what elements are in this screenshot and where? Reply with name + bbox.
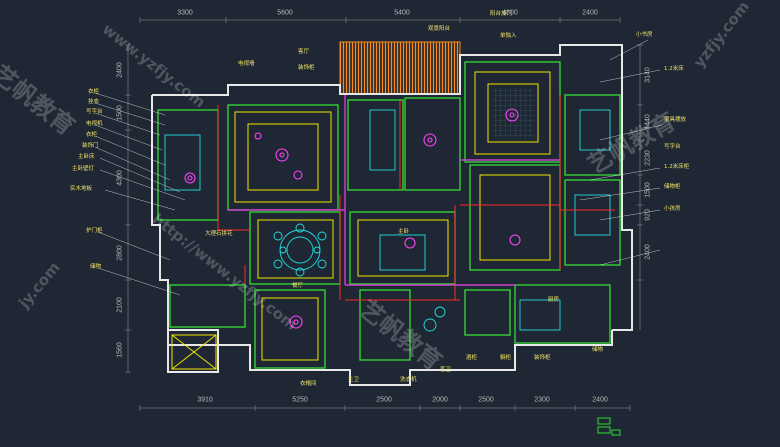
furniture xyxy=(164,109,611,332)
label-left-2: 写字台 xyxy=(86,109,103,115)
dim-bottom-4: 2500 xyxy=(478,396,494,404)
label-right-2: 写字台 xyxy=(664,144,681,150)
label-left-3: 电视机 xyxy=(86,121,103,127)
dim-left-4: 2100 xyxy=(116,297,124,313)
ceiling-detail xyxy=(171,71,551,370)
leader-lines xyxy=(94,39,663,296)
dim-bottom-3: 2000 xyxy=(432,396,448,404)
dim-right-5: 2400 xyxy=(644,244,652,260)
partition-lines xyxy=(228,95,560,286)
label-left-9: 护门柜 xyxy=(86,228,103,234)
label-center-2: 主卧 xyxy=(398,229,410,235)
label-top-1: 阳台加门 xyxy=(490,11,513,17)
dim-right-0: 3140 xyxy=(644,67,652,83)
label-bottom-6: 装饰柜 xyxy=(534,355,551,361)
dim-bottom-6: 2400 xyxy=(592,396,608,404)
label-center-1: 餐厅 xyxy=(292,283,304,289)
label-top-2: 单独入 xyxy=(500,33,517,39)
dim-top-4: 2400 xyxy=(582,9,598,17)
label-left-0: 衣柜 xyxy=(88,89,100,95)
label-upper-2: 装饰柜 xyxy=(298,65,315,71)
dim-left-5: 1560 xyxy=(116,342,124,358)
label-upper-1: 客厅 xyxy=(298,49,310,55)
label-bottom-5: 橱柜 xyxy=(500,355,512,361)
dim-left-0: 2400 xyxy=(116,62,124,78)
dim-bottom-1: 5250 xyxy=(292,396,308,404)
dim-top-2: 5400 xyxy=(394,9,410,17)
dim-bottom-2: 2500 xyxy=(376,396,392,404)
ceiling-rosettes xyxy=(184,108,521,329)
label-left-7: 主卧壁灯 xyxy=(72,166,95,172)
label-bottom-2: 洗衣机 xyxy=(400,377,417,383)
dimension-lines xyxy=(125,17,643,411)
label-right-3: 1.2米床柜 xyxy=(664,164,690,170)
dim-bottom-0: 3910 xyxy=(197,396,213,404)
label-left-4: 衣柜 xyxy=(86,132,98,138)
label-left-8: 实木地板 xyxy=(70,186,93,192)
dim-left-3: 2800 xyxy=(116,245,124,261)
label-bottom-7: 储物 xyxy=(592,347,604,353)
dim-top-3: 4800 xyxy=(502,9,518,17)
label-top-3: 小书房 xyxy=(636,32,653,38)
label-right-5: 小孩房 xyxy=(664,206,681,212)
label-bottom-4: 酒柜 xyxy=(466,355,478,361)
dim-top-1: 5600 xyxy=(277,9,293,17)
label-left-5: 装饰门 xyxy=(82,143,99,149)
label-upper-0: 电视墙 xyxy=(238,61,255,67)
dim-top-0: 3300 xyxy=(177,9,193,17)
dim-bottom-5: 2300 xyxy=(534,396,550,404)
label-left-10: 储物 xyxy=(90,264,102,270)
label-bottom-3: 客卫 xyxy=(440,367,452,373)
electrical-lines xyxy=(217,95,615,301)
label-top-0: 观景阳台 xyxy=(428,26,451,32)
label-right-0: 1.2米床 xyxy=(664,66,684,72)
dim-right-3: 1500 xyxy=(644,182,652,198)
label-left-1: 挂衣 xyxy=(88,99,100,105)
label-left-6: 主卧床 xyxy=(78,154,95,160)
dim-right-4: 920 xyxy=(644,209,652,221)
balcony xyxy=(339,41,461,95)
label-bottom-1: 主卫 xyxy=(348,377,360,383)
label-center-0: 大理石拼花 xyxy=(205,231,233,237)
label-bottom-0: 衣帽间 xyxy=(300,381,317,387)
label-right-1: 家具摆放 xyxy=(664,117,687,123)
dim-left-2: 4300 xyxy=(116,170,124,186)
outer-walls xyxy=(151,44,633,386)
dim-left-1: 1500 xyxy=(116,105,124,121)
legend-marks xyxy=(597,417,621,436)
label-right-4: 储物柜 xyxy=(664,184,681,190)
label-center-3: 厨房 xyxy=(548,297,560,303)
